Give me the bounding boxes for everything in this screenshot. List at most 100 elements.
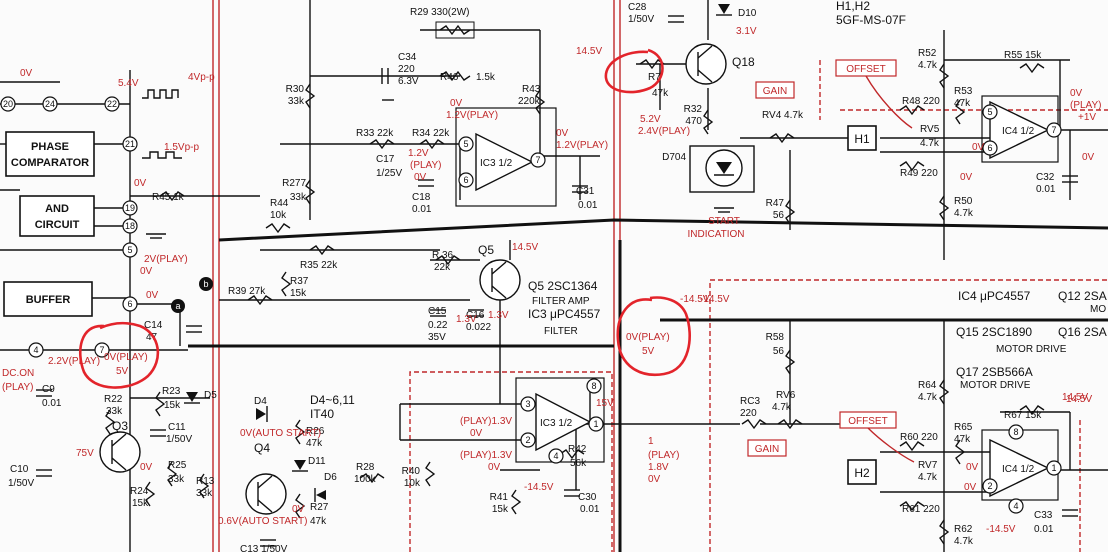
label-r26-val: 47k bbox=[306, 438, 323, 449]
label-d5: D5 bbox=[204, 390, 217, 401]
motor-drive-1: MOTOR DRIVE bbox=[996, 344, 1067, 355]
pin-22: 22 bbox=[107, 99, 117, 109]
label-r62: R62 bbox=[954, 524, 973, 535]
offset-lower-arrow bbox=[867, 427, 915, 463]
pin-7: 7 bbox=[99, 345, 104, 355]
label-r64-val: 4.7k bbox=[918, 392, 938, 403]
label-c10-val: 1/50V bbox=[8, 478, 34, 489]
v-2: 4Vp-p bbox=[188, 72, 215, 83]
pin-19: 19 bbox=[125, 203, 135, 213]
markup-circle-r7 bbox=[604, 48, 664, 94]
markup-circle-pin7 bbox=[78, 321, 160, 389]
part-list: H1,H2 5GF-MS-07F IC4 μPC4557 Q12 2SA MO … bbox=[528, 0, 1107, 391]
v-23: 2.4V(PLAY) bbox=[638, 126, 690, 137]
v-50: 0V bbox=[292, 504, 305, 515]
voltage-annotations: 0V 5.4V 4Vp-p 1.5Vp-p 0V 2V(PLAY) 0V 0V … bbox=[2, 26, 1102, 535]
v-48: 0V(AUTO START) bbox=[240, 428, 321, 439]
h1h2-part: 5GF-MS-07F bbox=[836, 13, 906, 27]
and-circuit-block bbox=[19, 195, 95, 237]
v-54: 0V bbox=[1082, 152, 1095, 163]
offset-upper-arrow bbox=[865, 75, 913, 129]
ic4l-pin-2: 2 bbox=[987, 481, 992, 491]
label-r32: R32 bbox=[684, 104, 703, 115]
h2-label: H2 bbox=[854, 466, 870, 480]
ic4l-pin-1: 1 bbox=[1051, 463, 1056, 473]
v-4: 0V bbox=[134, 178, 147, 189]
label-r43: R43 bbox=[522, 84, 541, 95]
ic3l-pin-4: 4 bbox=[553, 451, 558, 461]
label-r42-val: 56k bbox=[570, 458, 587, 469]
v-42: 1.8V bbox=[648, 462, 669, 473]
label-r64: R64 bbox=[918, 380, 937, 391]
v-32: 14.5V bbox=[512, 242, 538, 253]
label-c11-val: 1/50V bbox=[166, 434, 192, 445]
v-3: 1.5Vp-p bbox=[164, 142, 199, 153]
ic3-upper-frame bbox=[455, 107, 557, 207]
v-7: 0V bbox=[146, 290, 159, 301]
q12-part: Q12 2SA bbox=[1058, 289, 1107, 303]
v-53: 1.3V bbox=[456, 314, 477, 325]
label-c14: C14 bbox=[144, 320, 163, 331]
label-c30: C30 bbox=[578, 492, 597, 503]
label-r23: R23 bbox=[162, 386, 181, 397]
label-c15: C15 bbox=[428, 306, 447, 317]
label-r7-val: 47k bbox=[652, 88, 669, 99]
label-c28-val: 1/50V bbox=[628, 14, 654, 25]
label-r52-val: 4.7k bbox=[918, 60, 938, 71]
d10-label: D10 bbox=[738, 8, 757, 19]
v-15: 0V bbox=[556, 128, 569, 139]
label-c18: C18 bbox=[412, 192, 431, 203]
pin-21: 21 bbox=[125, 139, 135, 149]
ic3-lower-opamp bbox=[535, 392, 592, 452]
label-r27-val: 47k bbox=[310, 516, 327, 527]
v-11: DC.ON bbox=[2, 368, 34, 379]
v-22: 5.2V bbox=[640, 114, 661, 125]
label-r40-val: 10k bbox=[404, 478, 421, 489]
label-c16: C16 bbox=[466, 310, 485, 321]
pin-6: 6 bbox=[127, 299, 132, 309]
v-13: 0V bbox=[450, 98, 463, 109]
label-r37: R37 bbox=[290, 276, 309, 287]
label-r36: R 36 bbox=[432, 250, 454, 261]
label-r24-val: 15k bbox=[132, 498, 149, 509]
offset-lower-label: OFFSET bbox=[848, 416, 887, 427]
label-r42: R42 bbox=[568, 444, 587, 455]
label-r39: R39 27k bbox=[228, 286, 266, 297]
ic4u-pin-6: 6 bbox=[987, 143, 992, 153]
label-rv5-val: 4.7k bbox=[920, 138, 940, 149]
ic4u-pin-7: 7 bbox=[1051, 125, 1056, 135]
label-c32: C32 bbox=[1036, 172, 1055, 183]
q5-description: Q5 2SC1364 bbox=[528, 279, 598, 293]
and-circuit-label-2: CIRCUIT bbox=[35, 219, 80, 231]
ic4-upper-opamp bbox=[989, 100, 1050, 160]
v-31: 5V bbox=[642, 346, 655, 357]
v-27: 0V bbox=[960, 172, 973, 183]
v-52: 0V bbox=[140, 462, 153, 473]
label-r48: R48 220 bbox=[902, 96, 940, 107]
v-10: 5V bbox=[116, 366, 129, 377]
resistors bbox=[105, 21, 1045, 545]
label-r22-val: 33k bbox=[106, 406, 123, 417]
ic4l-pin-8: 8 bbox=[1013, 427, 1018, 437]
v-12: (PLAY) bbox=[2, 382, 34, 393]
label-rv5: RV5 bbox=[920, 124, 940, 135]
label-r23-val: 15k bbox=[164, 400, 181, 411]
label-c33: C33 bbox=[1034, 510, 1053, 521]
label-c9: C9 bbox=[42, 384, 55, 395]
label-c9-val: 0.01 bbox=[42, 398, 62, 409]
label-c11: C11 bbox=[168, 422, 186, 433]
label-r60: R60 220 bbox=[900, 432, 938, 443]
q5-label: Q5 bbox=[478, 243, 494, 257]
label-r53-val: 47k bbox=[954, 98, 971, 109]
v-38: -14.5V bbox=[524, 482, 554, 493]
v-17: 1.2V bbox=[408, 148, 429, 159]
v-34: (PLAY)1.3V bbox=[460, 416, 512, 427]
d704-label: D704 bbox=[662, 152, 686, 163]
label-c34-v: 6.3V bbox=[398, 76, 419, 87]
label-r49: R49 220 bbox=[900, 168, 938, 179]
label-r277-val: 33k bbox=[290, 192, 307, 203]
ic3l-pin-8: 8 bbox=[591, 381, 596, 391]
ic4l-pin-4: 4 bbox=[1013, 501, 1018, 511]
d704-led bbox=[689, 145, 755, 193]
